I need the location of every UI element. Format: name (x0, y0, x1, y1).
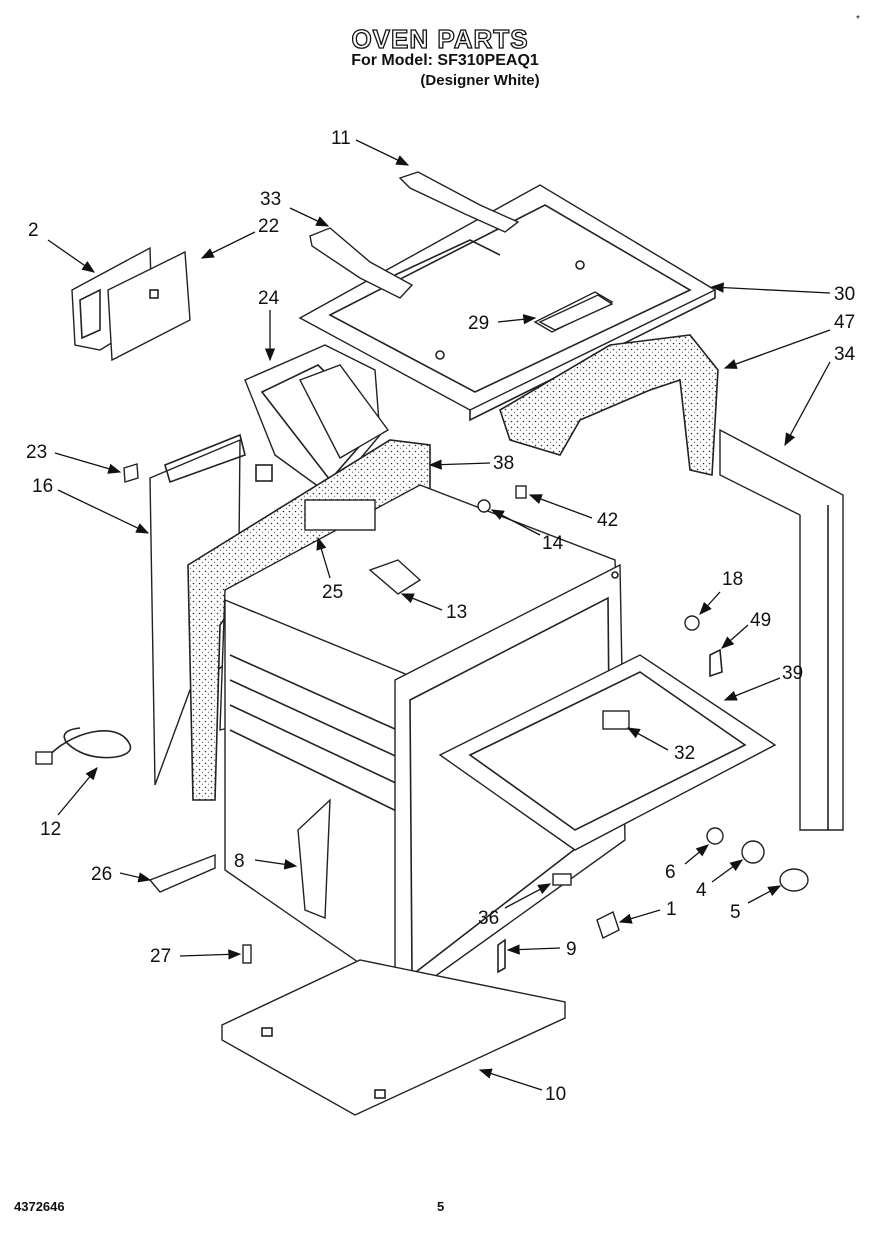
clip-part-23 (123, 463, 139, 483)
leader-8 (254, 859, 298, 870)
callout-6: 6 (665, 862, 676, 883)
callout-30: 30 (834, 284, 855, 305)
bracket-part-33 (309, 227, 414, 299)
callout-29: 29 (468, 313, 489, 334)
callout-9: 9 (566, 939, 577, 960)
leader-10 (478, 1068, 543, 1091)
screw-part-27 (242, 944, 252, 964)
document-number: 4372646 (14, 1199, 65, 1214)
bracket-part-22 (107, 250, 191, 362)
leader-4 (711, 859, 744, 883)
bulb-part-5 (779, 868, 809, 892)
leader-36 (504, 883, 552, 909)
bracket-part-36 (552, 873, 572, 886)
element-bracket-part-8 (297, 798, 331, 920)
leader-47 (723, 329, 831, 369)
kick-plate-part (148, 853, 216, 893)
light-part-4 (741, 840, 765, 864)
leader-26 (119, 872, 152, 883)
corner-mark: * (856, 14, 860, 25)
callout-12: 12 (40, 819, 61, 840)
screw-part-18 (684, 615, 700, 631)
leader-16 (57, 489, 150, 534)
leader-18 (699, 591, 721, 615)
back-panel-part (719, 428, 844, 831)
leader-6 (684, 844, 710, 865)
power-cord-part (44, 727, 132, 761)
clip-part-14 (477, 499, 491, 513)
callout-2: 2 (28, 220, 39, 241)
hook-part-49 (709, 648, 723, 678)
leader-5 (747, 885, 782, 904)
leader-42 (528, 494, 593, 519)
plug-part (35, 751, 53, 765)
leader-25 (316, 536, 331, 579)
vent-duct-part (244, 344, 390, 496)
callout-42: 42 (597, 510, 618, 531)
leader-39 (723, 677, 781, 701)
bracket-part-9 (497, 938, 506, 974)
callout-27: 27 (150, 946, 171, 967)
oven-rack-part (438, 654, 777, 851)
callout-23: 23 (26, 442, 47, 463)
leader-34 (784, 361, 831, 447)
label-part-32 (602, 710, 630, 730)
callout-13: 13 (446, 602, 467, 623)
callout-8: 8 (234, 851, 245, 872)
leader-23 (54, 452, 122, 474)
callout-4: 4 (696, 880, 707, 901)
color-line: (Designer White) (420, 72, 540, 89)
leader-27 (179, 949, 242, 960)
callout-14: 14 (542, 533, 564, 554)
diagram-title: OVEN PARTS (351, 23, 529, 54)
callout-25: 25 (322, 582, 343, 603)
callout-39: 39 (782, 663, 803, 684)
leader-2 (47, 239, 96, 273)
callout-22: 22 (258, 216, 279, 237)
leader-22 (200, 231, 256, 259)
leader-30 (710, 282, 831, 294)
callout-32: 32 (674, 743, 695, 764)
bottom-panel-part (221, 959, 566, 1116)
callout-11: 11 (331, 128, 351, 149)
clip-part-42 (515, 485, 527, 499)
leader-38 (428, 459, 491, 470)
baffle-part-13 (368, 559, 422, 595)
leader-32 (626, 727, 669, 751)
vent-part-29 (538, 294, 614, 331)
callout-18: 18 (722, 569, 743, 590)
leader-33 (289, 207, 330, 227)
page-number: 5 (437, 1199, 445, 1214)
callout-16: 16 (32, 476, 53, 497)
leader-11 (355, 139, 410, 166)
top-insulation-part (499, 334, 719, 476)
leader-12 (57, 766, 98, 816)
leader-29 (497, 314, 537, 325)
callout-49: 49 (750, 610, 771, 631)
callout-36: 36 (478, 908, 499, 929)
clip-part-1 (596, 911, 620, 939)
leader-49 (721, 624, 749, 649)
leader-13 (400, 593, 443, 611)
bracket-part-11 (398, 171, 520, 233)
callout-5: 5 (730, 902, 741, 923)
callout-24: 24 (258, 288, 280, 309)
model-line: For Model: SF310PEAQ1 (351, 52, 539, 69)
callout-38: 38 (493, 453, 514, 474)
light-part-6 (706, 827, 724, 845)
callout-33: 33 (260, 189, 281, 210)
callout-1: 1 (666, 899, 677, 920)
callout-10: 10 (545, 1084, 566, 1105)
callout-26: 26 (91, 864, 112, 885)
callout-34: 34 (834, 344, 856, 365)
gasket-part-25 (304, 499, 376, 531)
leader-14 (490, 509, 541, 536)
leader-1 (618, 909, 661, 924)
callout-47: 47 (834, 312, 855, 333)
leader-9 (506, 944, 561, 955)
